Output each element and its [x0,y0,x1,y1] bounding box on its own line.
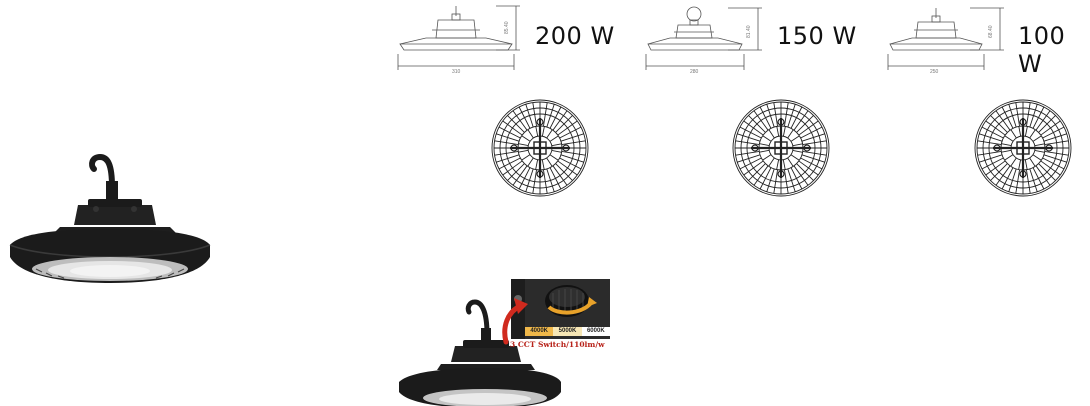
height-dimension-label: 85.40 [504,21,510,34]
side-drawing-100w: 250 68.40 [887,7,1004,75]
wattage-label-200w: 200 W [535,22,615,50]
top-view-drawing-200w [491,99,589,197]
cct-option-5000k: 5000K [553,327,582,336]
top-view-drawing-100w [974,99,1072,197]
width-dimension-label: 280 [690,69,699,75]
wattage-label-100w: 100 W [1018,22,1066,78]
width-dimension-label: 310 [452,69,461,75]
top-view-drawing-150w [732,99,830,197]
cct-option-4000k: 4000K [525,327,554,336]
large-lamp-image [9,153,211,283]
height-dimension-label: 68.40 [988,25,994,38]
cct-option-6000k: 6000K [581,327,610,336]
red-arrow-icon [502,298,528,345]
height-dimension-label: 81.40 [746,25,752,38]
cct-caption: 3 CCT Switch/110lm/w [510,340,605,349]
width-dimension-label: 250 [930,69,939,75]
cct-options-bar: 4000K 5000K 6000K [525,327,610,336]
side-drawing-200w: 310 85.40 [397,5,520,75]
cct-switch-inset: 4000K 5000K 6000K [511,279,610,339]
small-lamp-image [399,299,561,406]
wattage-label-150w: 150 W [777,22,857,50]
side-drawing-150w: 280 81.40 [645,6,762,75]
